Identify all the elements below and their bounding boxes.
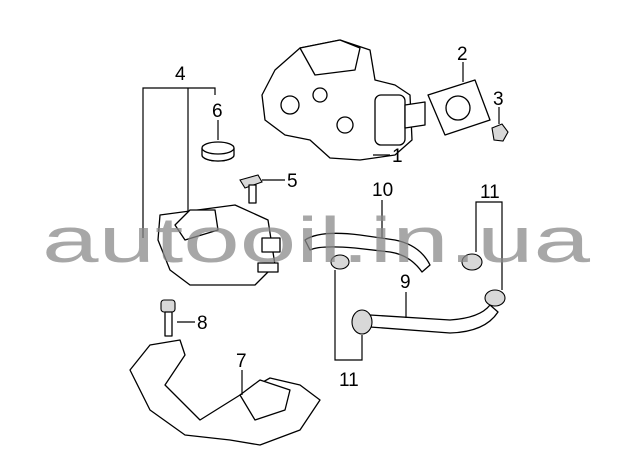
reservoir-cap [201, 141, 235, 162]
callout-11b: 11 [480, 182, 500, 203]
leader-11b [475, 201, 503, 290]
callout-7: 7 [236, 351, 247, 372]
callout-5: 5 [287, 171, 298, 192]
watermark: autooil.in.ua [42, 204, 591, 276]
callout-8: 8 [197, 313, 208, 334]
vacuum-hose-9 [369, 304, 499, 334]
callout-4: 4 [175, 64, 186, 85]
bolt-8 [160, 299, 176, 337]
callout-10: 10 [372, 180, 393, 201]
leader-4 [142, 87, 216, 238]
nut [491, 123, 509, 142]
bracket [129, 339, 321, 446]
callout-1: 1 [392, 146, 403, 167]
callout-9: 9 [400, 272, 411, 293]
callout-6: 6 [212, 101, 223, 122]
brake-booster-assembly [261, 39, 426, 161]
vacuum-hose-10 [304, 232, 431, 273]
callout-3: 3 [493, 89, 504, 110]
hose-clamps [330, 253, 506, 335]
callout-11a: 11 [339, 370, 359, 391]
bolt-5 [239, 174, 263, 204]
callout-2: 2 [457, 44, 468, 65]
reservoir [157, 204, 281, 286]
gasket [427, 79, 491, 136]
leader-11a [334, 270, 363, 361]
